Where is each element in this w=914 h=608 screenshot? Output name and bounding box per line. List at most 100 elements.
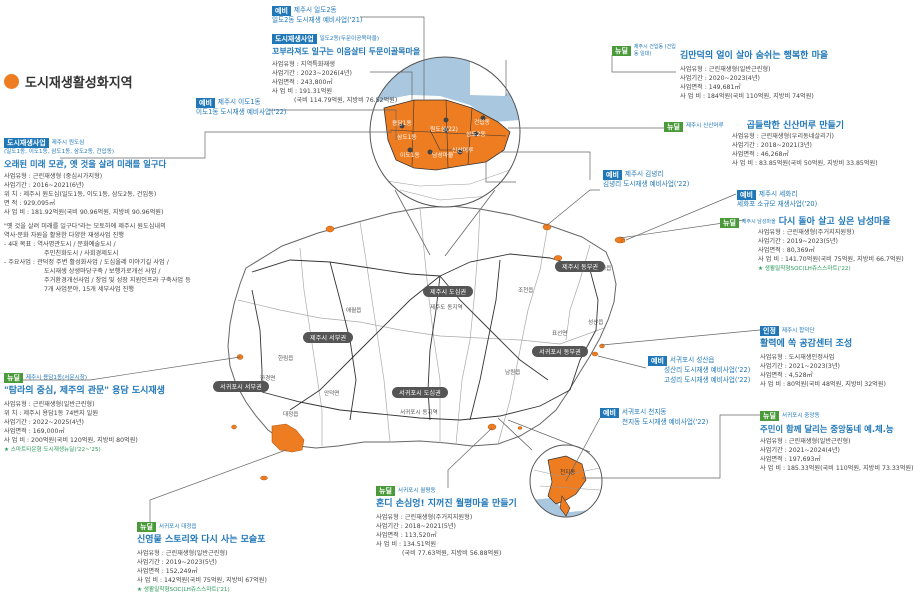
- tag-badge: 뉴딜: [137, 522, 156, 533]
- block-name: 혼디 손심엉! 지꺼진 월평마을 만들기: [376, 499, 517, 510]
- block-desc: 고성리 도시재생 예비사업('22): [664, 375, 751, 384]
- block-row: 사업기간 : 2020~2023(4년): [680, 75, 760, 83]
- inset-label: 건입동: [474, 120, 490, 126]
- inset-label: 삼도2동: [466, 132, 486, 138]
- town-label: 서귀포시 동지역: [400, 410, 438, 416]
- tag-badge: 뉴딜: [376, 486, 395, 497]
- town-label: 한경면: [260, 376, 276, 382]
- tag-badge: 예비: [603, 170, 622, 181]
- block-row: 사업기간 : 2019~2023(5년): [137, 559, 217, 567]
- tag-badge: 예비: [648, 356, 667, 367]
- inset-label: 삼도1동: [397, 135, 417, 141]
- tag-badge: 예비: [196, 98, 215, 109]
- region-label-jeju-west: 제주시 서부권: [303, 332, 354, 343]
- town-label: 조천읍: [518, 288, 534, 294]
- tag-badge: 예비: [272, 6, 291, 17]
- block-row: 사업면적 : 149,681㎡: [680, 84, 741, 92]
- tag-badge: 인정: [760, 326, 779, 337]
- block-row: 사업유형 : 근린재생형(우리동네살리기): [732, 133, 834, 141]
- block-para: - 4대 목표 : 역사명관도시 / 문화예술도시 /: [4, 241, 116, 249]
- block-row: 사업면적 : 197,693㎡: [760, 456, 821, 464]
- block-row: 사업유형 : 근린재생형(일반근린형): [137, 550, 228, 558]
- region-label-seogwipo-center: 서귀포시 도심권: [392, 387, 448, 398]
- block-name: 오래된 미래 모관, 옛 것을 살려 미래를 일구다: [4, 159, 167, 170]
- block-note: ★ 스마트타운형 도시재생뉴딜('22~'25): [4, 447, 101, 454]
- block-row: 사 업 비 : 83.85억원(국비 50억원, 지방비 33.85억원): [732, 160, 878, 167]
- block-sub: 제주시 용담1동(서문시장): [25, 374, 88, 381]
- inset-connector-lines: [394, 189, 591, 453]
- block-gimmandeok-detail: 김만덕의 얼이 살아 숨쉬는 행복한 마을 사업유형 : 근린재생형(일반근린형…: [680, 50, 828, 102]
- block-row: 사업유형 : 근린재생형(일반근린형): [680, 66, 771, 74]
- block-row: 사업유형 : 도시재생인정사업: [760, 354, 835, 362]
- block-row: 사 업 비 : 142억원(국비 75억원, 지방비 67억원): [137, 577, 267, 585]
- town-label: 애월읍: [346, 308, 362, 314]
- tag-badge: 뉴딜: [720, 217, 739, 228]
- tag-badge: 뉴딜: [4, 373, 23, 384]
- block-row: 사업면적 : 80,369㎡: [758, 247, 815, 255]
- block-row: 사업기간 : 2022~2025(4년): [4, 419, 84, 427]
- block-row: 사업기간 : 2018~2021(3년): [732, 142, 812, 150]
- block-row: 사 업 비 : 184억원(국비 110억원, 지방비 74억원): [680, 93, 814, 100]
- gapado-marker: [231, 424, 237, 430]
- inset-label: 이도1동: [400, 153, 420, 159]
- block-row: 사업면적 : 152,249㎡: [137, 568, 198, 576]
- page-title: 도시재생활성화지역: [25, 76, 133, 91]
- block-note: ★ 생활밀착형SOC(LH쥬스스마트('21): [137, 587, 230, 594]
- tag-badge: 뉴딜: [664, 121, 683, 132]
- block-sub: 서귀포시 월평동: [397, 487, 436, 494]
- block-title: 서귀포시 성산읍: [669, 356, 715, 365]
- block-name: 곱들락한 신산머루 만들기: [746, 121, 845, 131]
- tag-badge: 예비: [737, 190, 756, 201]
- tag-badge: 뉴딜: [612, 46, 631, 57]
- block-row: (국비 114.79억원, 지방비 76.52억원): [294, 96, 398, 104]
- block-sub: 일도2동(두문이공목마을): [319, 35, 380, 42]
- block-para: 주거환경개선사업 / 창업 및 성장 지원인프라 구축사업 등: [44, 277, 191, 285]
- block-name: 주민이 함께 달리는 중앙동네 예.체.능: [760, 424, 894, 435]
- inset-label: 남성마을: [432, 153, 454, 159]
- block-row: 사업면적 : 169,000㎡: [4, 428, 65, 436]
- block-row: 사업면적 : 113,520㎡: [376, 532, 437, 540]
- region-label-seogwipo-east: 서귀포시 동부권: [532, 346, 588, 357]
- block-row: 사 업 비 : 200억원(국비 120억원, 지방비 80억원): [4, 437, 138, 445]
- block-sub: 제주시 원도심: [51, 139, 85, 146]
- tag-badge: 도시재생사업: [272, 34, 317, 45]
- inset-top-circle: [369, 56, 521, 208]
- block-desc: 천지동 도시재생 예비사업('22): [622, 418, 709, 427]
- block-title: 제주시 김녕리: [624, 170, 664, 179]
- block-row: 사업기간 : 2021~2024(4년): [760, 447, 840, 455]
- inset-label: 천지동: [560, 470, 576, 476]
- block-note: ★ 생활밀착형SOC(LH쥬스스마트('22): [758, 265, 851, 272]
- daejeong-project-area: [271, 423, 305, 453]
- inset-label: 용담1동: [392, 121, 412, 127]
- inset-bottom-circle: [529, 444, 603, 518]
- block-row: 사업기간 : 2018~2021(5년): [376, 523, 456, 531]
- block-sub: 서귀포시 중앙동: [781, 412, 820, 419]
- block-para: 7개 사업분야, 15개 세부사업 진행: [44, 286, 134, 294]
- block-row: 사업기간 : 2019~2023(5년): [758, 238, 838, 246]
- block-row: 사업유형 : 지역특화재생: [272, 60, 335, 68]
- block-name: "탐라의 중심, 제주의 관문" 용담 도시재생: [4, 386, 165, 397]
- block-sub: 제주시 건입동 (건입동 일대): [633, 44, 676, 58]
- title-bullet-icon: [4, 74, 19, 89]
- block-desc: 성산리 도시재생 예비사업('22): [664, 366, 751, 375]
- block-para: 주민친화도시 / 사회경제도시: [44, 250, 119, 258]
- block-row: 사 업 비 : 181.92억원(국비 90.96억원, 지방비 90.96억원…: [4, 209, 164, 217]
- block-name: 다시 돌아 살고 싶은 남성마을: [778, 217, 891, 227]
- block-para: 역사·문화 자원을 활용한 다양한 재생사업 진행: [4, 232, 124, 240]
- block-row: 사업기간 : 2021~2023(3년): [760, 363, 840, 371]
- block-desc: 세화포 소규모 재생사업('20): [737, 200, 818, 209]
- block-title: 제주시 일도2동: [293, 6, 337, 15]
- block-sub2: (일도1동, 이도1동, 삼도1동, 삼도2동, 건입동): [4, 149, 115, 156]
- block-desc: 이도1동 도시재생 예비사업('22): [196, 108, 287, 117]
- block-sub: 제주시 신산머루: [685, 123, 724, 130]
